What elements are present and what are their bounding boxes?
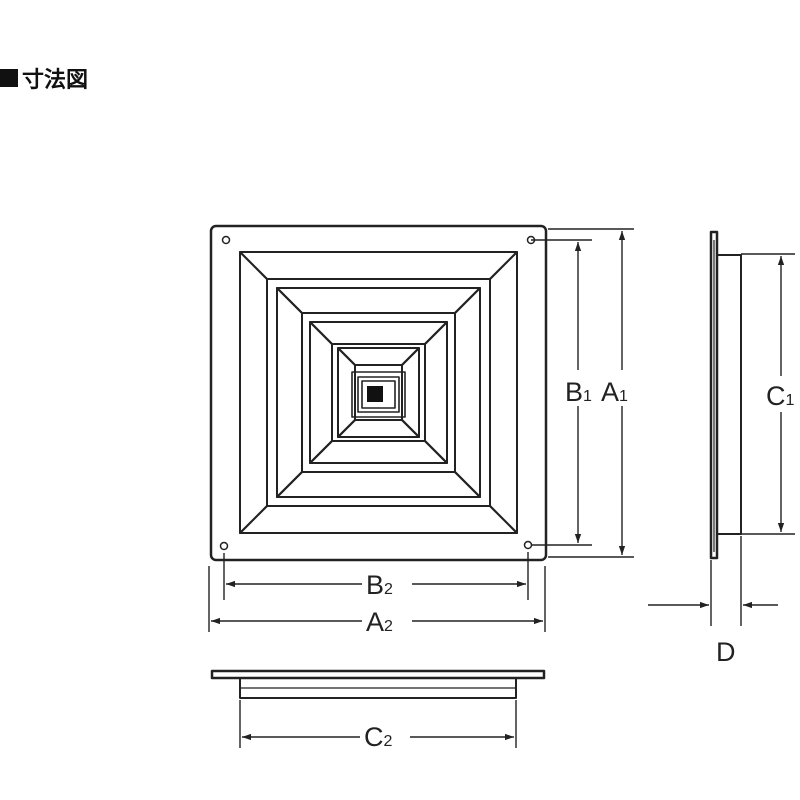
- label-c1: C1: [766, 381, 795, 411]
- heading-square-marker: [0, 69, 18, 87]
- bottom-flange: [210, 669, 546, 680]
- label-a1: A1: [601, 377, 628, 407]
- grille-side-view: [709, 230, 742, 560]
- heading-title: 寸法図: [22, 68, 89, 93]
- label-c2: C2: [364, 722, 393, 752]
- label-b2: B2: [366, 570, 393, 600]
- grille-front-view: [209, 224, 548, 562]
- center-hub: [351, 371, 406, 418]
- grille-bottom-view: [210, 669, 546, 699]
- label-d: D: [716, 637, 736, 667]
- side-flange: [709, 230, 719, 560]
- louver-rings: [239, 251, 518, 534]
- screw-hole-icons: [219, 235, 536, 551]
- grille-outer-plate: [209, 224, 548, 562]
- diagram-heading: 寸法図: [0, 62, 88, 94]
- side-body: [716, 254, 742, 535]
- label-b1: B1: [565, 377, 592, 407]
- label-a2: A2: [366, 607, 393, 637]
